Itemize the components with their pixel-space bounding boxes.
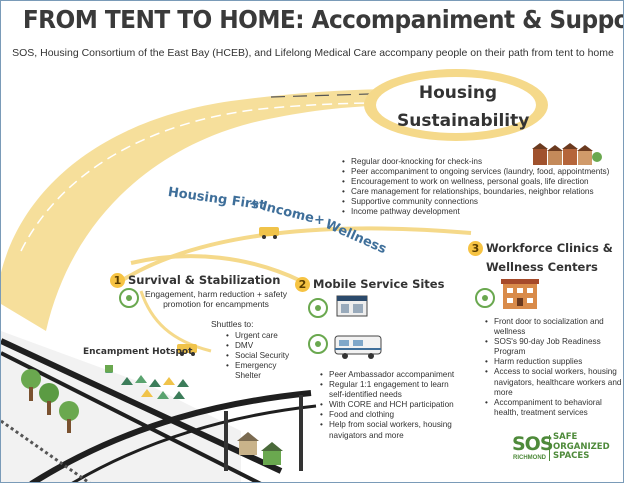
stage3-item: Harm reduction supplies	[485, 357, 623, 367]
logo-mark: SOS	[512, 433, 554, 455]
stage3-item: SOS's 90-day Job Readiness Program	[485, 337, 623, 357]
shuttles-label: Shuttles to:	[211, 319, 254, 329]
stage3-item: Front door to socialization and wellness	[485, 317, 623, 337]
service-circle-icon-2	[308, 334, 328, 354]
logo-city: RICHMOND	[513, 455, 546, 461]
shuttle-item: Social Security	[226, 351, 289, 361]
stage2-item: Regular 1:1 engagement to learn self-ide…	[320, 380, 459, 400]
stage2-title: Mobile Service Sites	[313, 277, 445, 291]
stage3-badge: 3	[468, 241, 483, 256]
van-icon-bottom	[177, 344, 197, 356]
stage3-services-list: Front door to socialization and wellness…	[482, 317, 623, 418]
stage1-description: Engagement, harm reduction + safety prom…	[145, 289, 287, 309]
stage1-badge: 1	[110, 273, 125, 288]
stage2-item: Help from social workers, housing naviga…	[320, 420, 459, 440]
wellness-building-icon	[501, 279, 539, 309]
logo-line2: ORGANIZED	[553, 441, 610, 452]
stage2-item: Food and clothing	[320, 410, 459, 420]
stage1-title: Survival & Stabilization	[128, 273, 281, 287]
page-subtitle: SOS, Housing Consortium of the East Bay …	[12, 47, 614, 59]
shuttle-item: Urgent care	[226, 331, 289, 341]
van-icon-top	[259, 227, 279, 239]
stage2-services-list: Peer Ambassador accompaniment Regular 1:…	[317, 370, 459, 441]
houses-icon	[237, 432, 283, 465]
service-circle-icon-1	[308, 298, 328, 318]
stage3-title-line1: Workforce Clinics &	[486, 241, 613, 255]
outreach-circle-icon	[119, 288, 139, 308]
logo-line3: SPACES	[553, 451, 590, 461]
trees-icon	[21, 369, 79, 433]
logo-line1: SAFE	[553, 432, 578, 442]
housing-services-list: Regular door-knocking for check-ins Peer…	[339, 157, 609, 218]
shuttle-item: DMV	[226, 341, 289, 351]
freeway	[1, 331, 317, 482]
stage3-item: Accompaniment to behavioral health, trea…	[485, 398, 623, 418]
stage2-item: With CORE and HCH participation	[320, 400, 459, 410]
wellness-circle-icon	[475, 288, 495, 308]
housing-item: Encouragement to work on wellness, perso…	[342, 177, 609, 187]
stage2-item: Peer Ambassador accompaniment	[320, 370, 459, 380]
hotspot-house-icon	[105, 365, 113, 372]
housing-title-line2: Sustainability	[397, 111, 530, 131]
housing-title-line1: Housing	[418, 83, 498, 103]
housing-item: Income pathway development	[342, 207, 609, 217]
route-arc-1-2	[130, 254, 302, 283]
path-dashes	[20, 102, 382, 252]
housing-item: Regular door-knocking for check-ins	[342, 157, 609, 167]
rv-icon	[334, 335, 382, 359]
housing-item: Peer accompaniment to ongoing services (…	[342, 167, 609, 177]
service-storefront-icon	[336, 295, 368, 317]
route-label-plus-2: +	[314, 213, 325, 228]
tent-to-home-path	[1, 89, 411, 331]
route-arc-down	[139, 290, 212, 353]
stage3-title-line2: Wellness Centers	[486, 260, 598, 274]
route-label-plus-1: +	[249, 197, 260, 212]
encampment-label: Encampment Hotspot	[83, 347, 193, 357]
housing-item: Care management for relationships, bound…	[342, 187, 609, 197]
page-title: FROM TENT TO HOME: Accompaniment & Suppo…	[22, 5, 624, 34]
housing-item: Supportive community connections	[342, 197, 609, 207]
shuttle-item: Emergency Shelter	[226, 361, 287, 381]
shuttles-list: Urgent care DMV Social Security Emergenc…	[223, 331, 289, 381]
stage3-item: Access to social workers, housing naviga…	[485, 367, 623, 397]
stage2-badge: 2	[295, 277, 310, 292]
